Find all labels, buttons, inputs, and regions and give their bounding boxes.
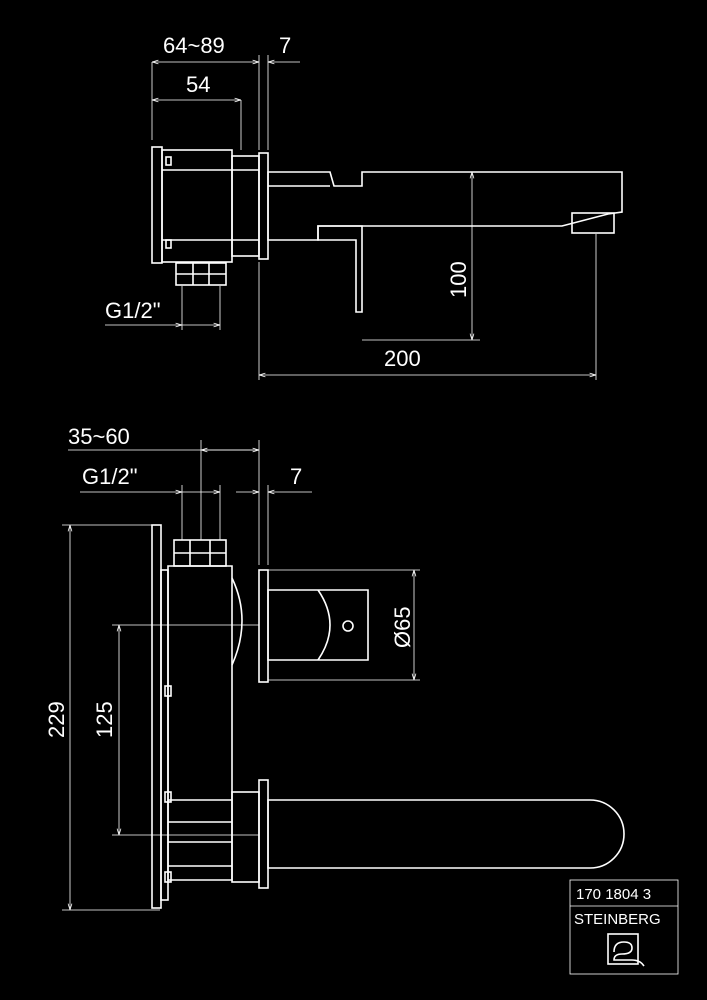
spout-front [267, 799, 625, 869]
dim-spacing: 125 [92, 701, 117, 738]
brand-name: STEINBERG [574, 911, 661, 928]
spout-plate [258, 779, 269, 889]
dim-depth-range-front: 35~60 [68, 424, 130, 449]
dim-depth-range-top: 64~89 [163, 33, 225, 58]
wall-plate [258, 152, 269, 260]
dim-plate-front: 7 [290, 464, 302, 489]
mount-flange-front [151, 524, 162, 909]
mount-flange [151, 146, 163, 264]
mixer-plate [258, 569, 269, 683]
dim-body: 54 [186, 72, 210, 97]
lever-front [267, 589, 369, 661]
valve-body [161, 149, 233, 263]
spout-side [267, 171, 623, 241]
dim-diameter: Ø65 [390, 606, 415, 648]
side-view: 64~89 7 54 200 100 G1/2" [105, 33, 623, 380]
valve-neck [231, 155, 260, 257]
part-number: 170 1804 3 [576, 886, 651, 903]
dim-thread-front: G1/2" [82, 464, 138, 489]
dim-thread-top: G1/2" [105, 298, 161, 323]
valve-body-front [167, 565, 233, 881]
title-block: 170 1804 3 STEINBERG [569, 879, 679, 975]
aerator [571, 212, 615, 234]
dim-total-height: 229 [44, 701, 69, 738]
front-view: 35~60 G1/2" 7 Ø65 229 125 [44, 424, 625, 911]
brand-logo-icon [607, 933, 645, 967]
dim-length: 200 [384, 346, 421, 371]
lever-side [317, 225, 363, 313]
dim-height: 100 [446, 261, 471, 298]
dim-plate-top: 7 [279, 33, 291, 58]
